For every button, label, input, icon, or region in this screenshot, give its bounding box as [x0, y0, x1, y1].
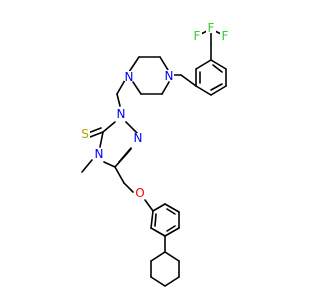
phenyl-ring-cf3	[180, 59, 227, 96]
triazole-ring	[99, 121, 139, 168]
piperazine-nitrogen-1: N	[165, 69, 174, 83]
sulfur-label: S	[81, 127, 89, 141]
n-methyl-group	[81, 159, 93, 173]
molecule-structure: F F F N N N N N S O	[80, 21, 230, 287]
piperazine-nitrogen-2: N	[125, 70, 134, 84]
oxygen-label: O	[135, 186, 144, 200]
triazole-nitrogen-4: N	[95, 147, 104, 161]
diagram-canvas: F F F N N N N N S O	[80, 21, 230, 287]
fluorine-label-2: F	[208, 21, 215, 35]
atom-labels: F F F N N N N N S O	[80, 21, 230, 200]
triazole-nitrogen-2: N	[134, 131, 143, 145]
methylene-linker-1	[116, 79, 126, 107]
methylene-ether-linker	[114, 166, 154, 212]
triazole-nitrogen-1: N	[117, 107, 126, 121]
phenoxy-ring	[150, 203, 180, 237]
cyclohexyl-ring	[150, 235, 180, 287]
thione-group	[87, 127, 104, 138]
piperazine-ring	[128, 56, 182, 95]
fluorine-label-3: F	[222, 29, 229, 43]
fluorine-label-1: F	[194, 29, 201, 43]
